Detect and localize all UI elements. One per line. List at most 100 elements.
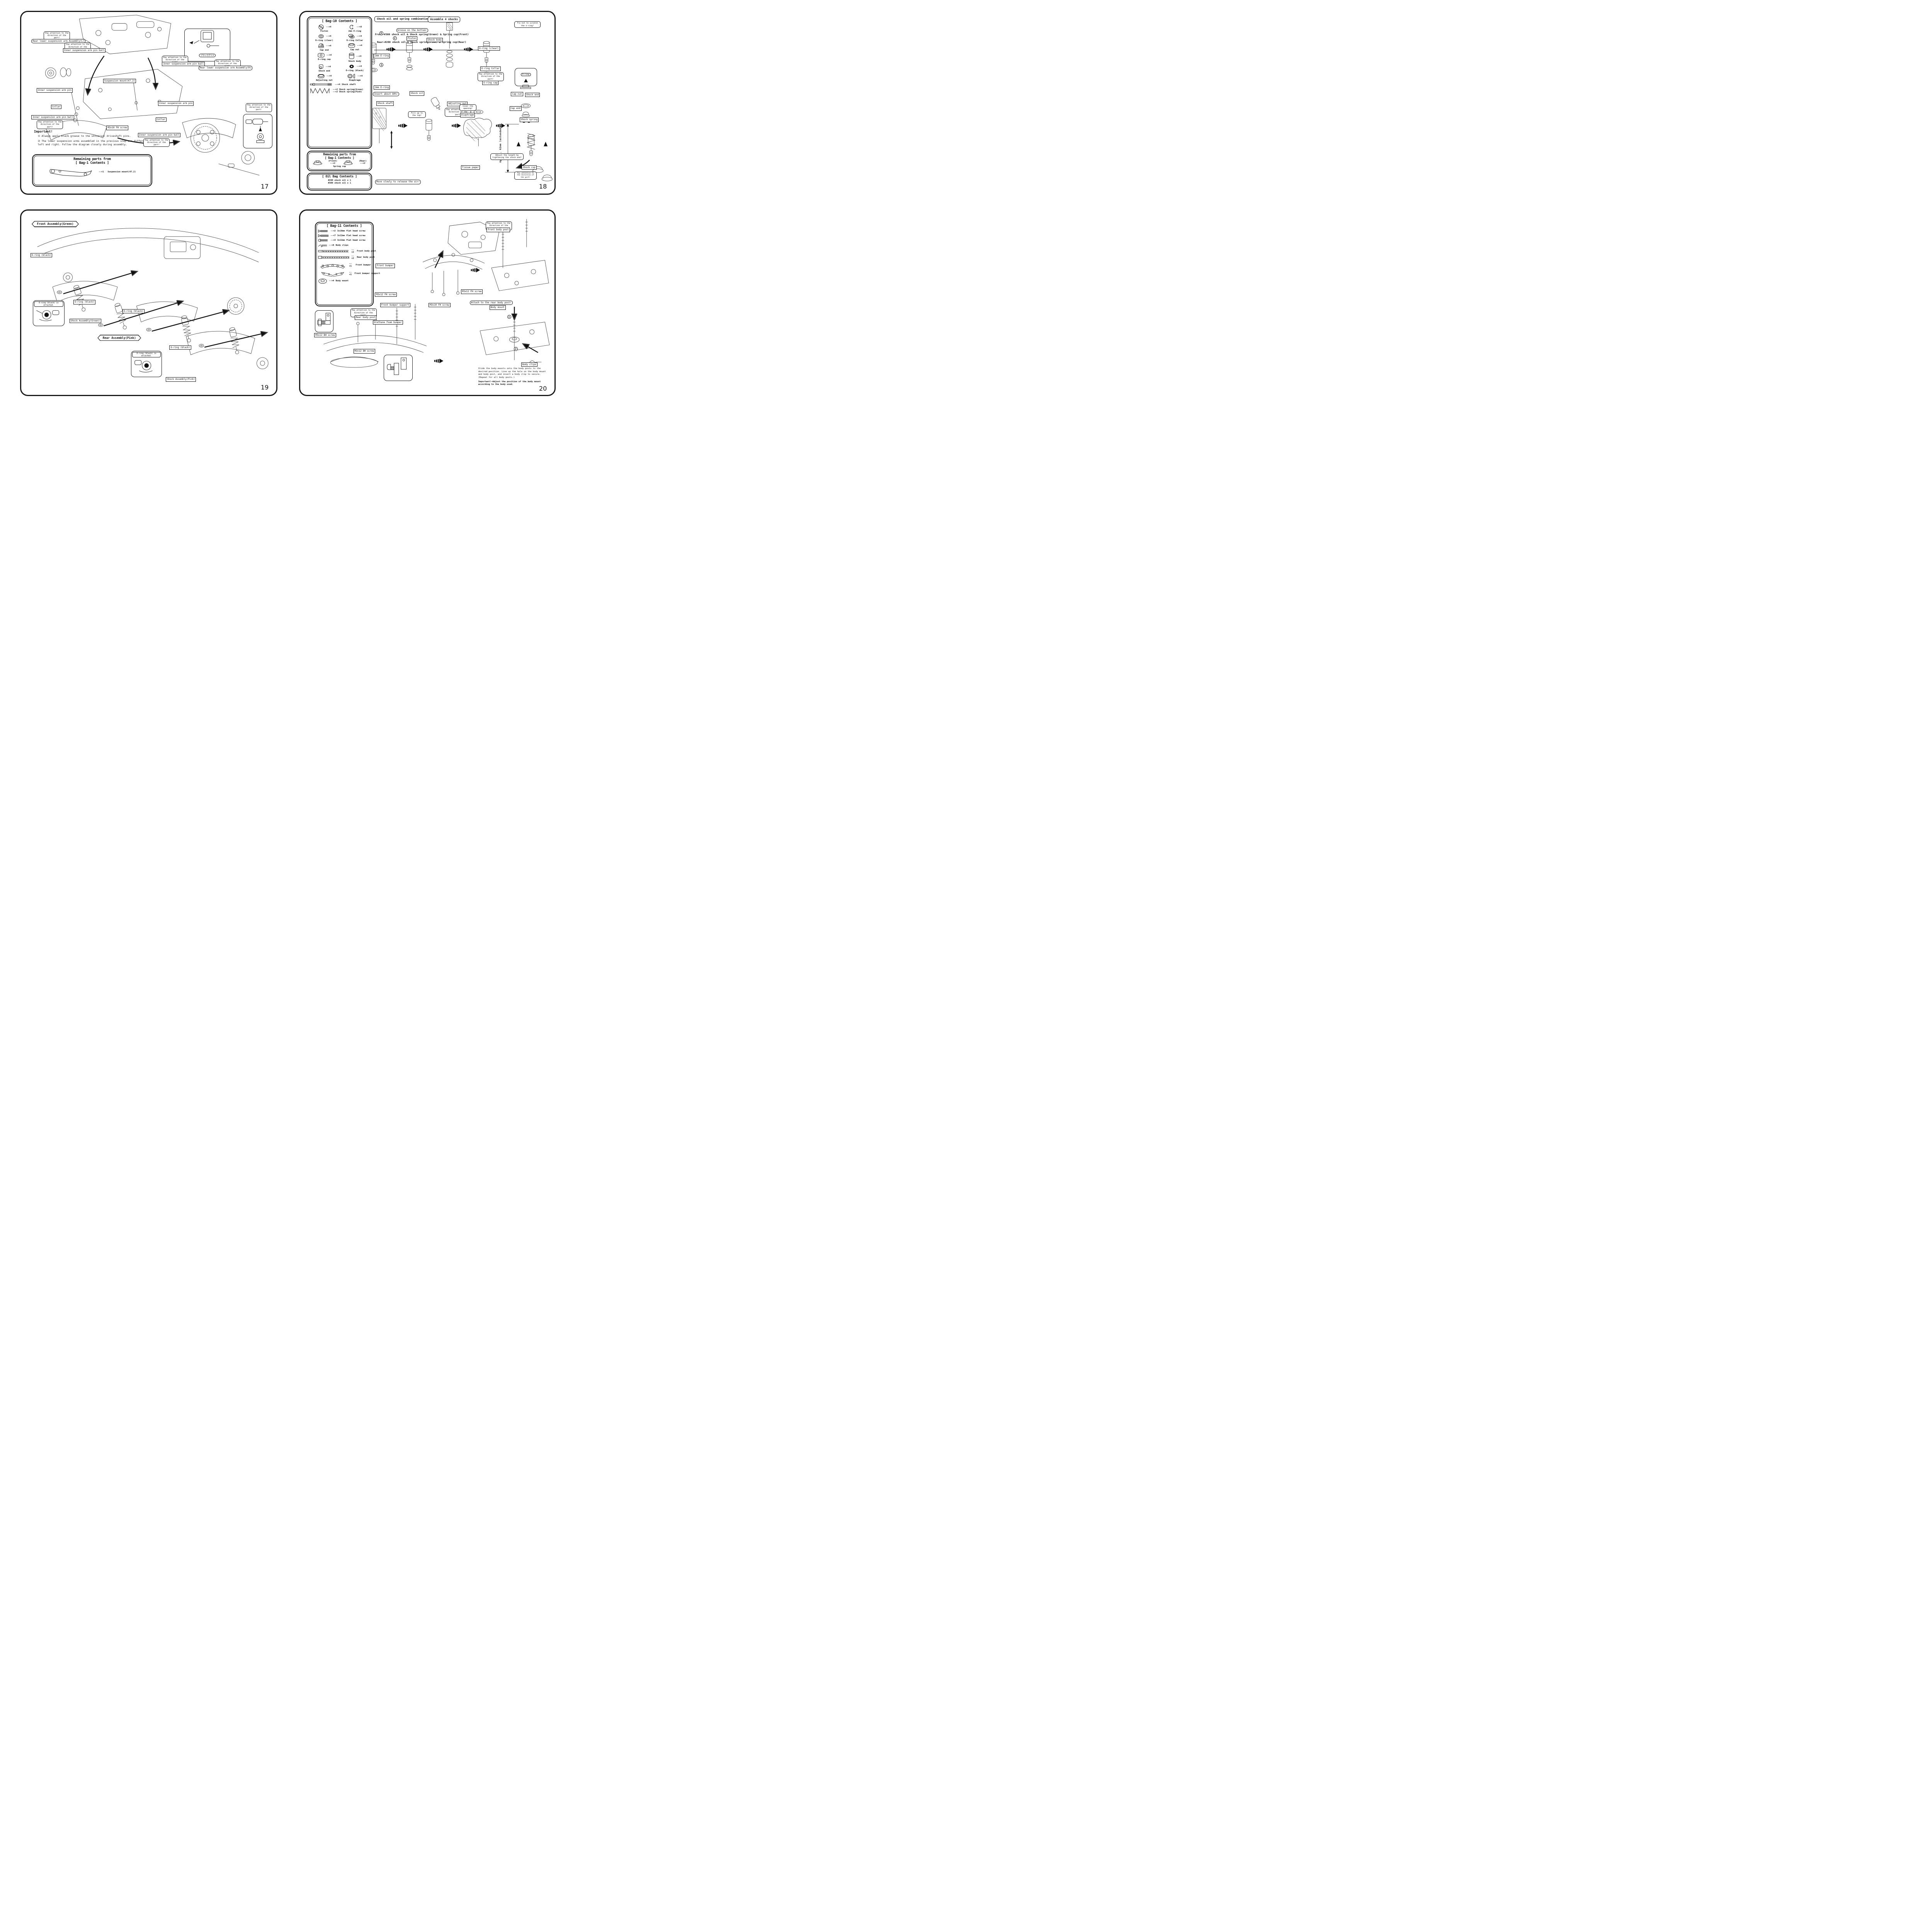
collar-part-icon: [520, 85, 531, 89]
item-count: --×4: [326, 35, 332, 38]
panel-page-18: Shock oil and spring combination Assembl…: [299, 11, 556, 195]
e-ring-label: 2mm E-ring: [374, 54, 390, 58]
combination-badge: Shock oil and spring combination: [374, 16, 431, 22]
page-number-17: 17: [260, 182, 269, 190]
cap-nut-icon: [348, 43, 355, 48]
inner-suspension-arm-pin-label: Inner suspension arm pin: [37, 88, 73, 93]
o-ring-collar-label: O-ring Collar: [480, 66, 501, 71]
circled-3-digit: 3: [380, 31, 382, 35]
front-bumper-icon: [320, 264, 345, 269]
pay-attention-label: Pay attention to the direction of the pa…: [477, 72, 504, 81]
adjust-length-label: Adjust the length by tightening the shoc…: [490, 153, 524, 160]
important-title: Important!: [34, 129, 53, 133]
circled-1: 1: [379, 63, 384, 67]
bag-10-contents-box: [ Bag-10 Contents ] --×4 Piston --×8 2mm…: [307, 16, 372, 149]
bag10-item-shock-shaft: --×4 Shock shaft: [310, 82, 369, 86]
item-name: O-ring (black): [345, 70, 364, 72]
o-ring-collar-icon: [348, 34, 355, 39]
bag10-item-piston: --×4 Piston: [310, 23, 339, 32]
remaining-title-line1: Remaining parts from: [323, 153, 356, 156]
black-grease-pill-label: ブラックグリス: [199, 54, 216, 58]
item-count: --×4: [330, 239, 336, 242]
item-count: --×1: [349, 262, 352, 267]
item-name: O-ring Collar: [346, 39, 363, 42]
item-count: --×2: [351, 248, 354, 253]
item-count: --×4: [357, 44, 362, 47]
inner-suspension-arm-pin-ball-label: Inner suspension arm pin ball: [31, 115, 75, 120]
cap-nut-label: Cap nut: [511, 92, 523, 97]
body-mount-cross-section-icon: [387, 357, 407, 375]
shock-cup-label: Shock cup: [522, 165, 537, 170]
screw-clamp-closeup-icon: [317, 313, 330, 326]
o-ring-black-icon: [349, 65, 354, 68]
move-slowly-label: Move slowly to release the air!: [375, 180, 421, 184]
page-number-18: 18: [539, 182, 547, 190]
rear-body-post-label: Rear body post: [354, 315, 377, 320]
item-count: --×1: [349, 271, 352, 276]
item-count: --×4: [325, 65, 331, 68]
inner-suspension-arm-pin-ball-label: Inner suspension arm pin ball: [162, 61, 205, 66]
circled-2-digit: 2: [515, 347, 517, 351]
fill-up-label: Fill up to the top!: [408, 111, 426, 118]
item-name: 3x10mm flat head screw: [337, 230, 366, 232]
pay-attention-label: Pay attention to the direction of the pa…: [37, 120, 63, 129]
item-name: Body clips: [335, 244, 349, 247]
o-ring-cap-label: O-ring cap: [482, 80, 499, 85]
spring-cup-front-label: (Front): [328, 160, 337, 163]
item-name: Shock spring(Pink): [339, 91, 362, 94]
item-count: --×4: [326, 26, 332, 29]
collar-label: Collar: [51, 104, 62, 109]
circled-1: 1: [507, 315, 511, 319]
body-post-icon: [318, 250, 349, 252]
circled-2: 2: [514, 347, 518, 351]
spring-cup-caption: Spring cup: [333, 165, 346, 168]
rear-assembly-banner: Rear Assembly(Pink): [97, 335, 141, 341]
body-clip-icon: [318, 245, 327, 247]
collar-label: Collar: [155, 117, 167, 122]
remaining-parts-box: Remaining parts from [ Bag-1 Contents ] …: [32, 154, 152, 187]
rear-shock-oil-line: Rear—#200 shock oil & Shock spring(Pink)…: [377, 41, 466, 44]
important-notes: Important! ① Always apply black grease t…: [34, 130, 151, 146]
important-note-2: ② The lower suspension arms assembled in…: [38, 139, 148, 146]
pay-attention-label: Pay attention to the direction of the pa…: [44, 31, 70, 40]
m3x12-bh-screw-label: M3x12 BH screw: [353, 349, 376, 354]
pin-ball-closeup-icon: [245, 119, 268, 143]
body-mount-clamp-inset: [383, 355, 413, 381]
item-count: --×4: [326, 75, 332, 78]
inner-suspension-arm-pin-ball-label: Inner suspension arm pin ball: [63, 48, 106, 53]
item-count: --×7: [330, 234, 336, 237]
o-ring-black-label: O-ring (black): [169, 345, 192, 350]
spring-cup-rear-label: (Rear): [359, 160, 367, 163]
tissue-paper-label: Tissue paper: [461, 165, 480, 170]
bag10-item-e-ring: --×8 2mm E-ring: [340, 23, 369, 32]
o-ring-closeup-icon: [134, 360, 153, 372]
shock-shaft-label: Shock shaft: [376, 101, 394, 106]
bag11-title: [ Bag-11 Contents ]: [327, 224, 362, 228]
o-ring-clear-label: O-ring (clear): [478, 46, 500, 51]
o-ring-black-label: O-ring (black): [122, 309, 145, 314]
oil-bag-contents-box: [ Oil Bag Contents ] #200 shock oil x 1 …: [307, 173, 372, 190]
o-ring-cap-icon: [318, 53, 325, 58]
item-name: Adjusting nut: [316, 79, 333, 82]
body-mount-label: Body mount: [489, 305, 506, 310]
item-count: --×2: [333, 91, 338, 94]
bag10-item-cap-end: --×4 Cap end: [310, 42, 339, 51]
front-assembly-banner-text: Front Assembly(Green): [32, 221, 78, 226]
bag10-item-o-ring-black: --×4 O-ring (black): [340, 63, 369, 72]
bag10-item-o-ring-cap: --×4 O-ring cap: [310, 51, 339, 63]
circled-3: 3: [379, 31, 383, 35]
bag10-title: [ Bag-10 Contents ]: [321, 19, 357, 24]
insert-80-label: Insert about 80%!: [373, 92, 399, 97]
item-name: Front bumper: [355, 264, 371, 266]
o-ring-inset: O-ring: [514, 68, 537, 89]
suspension-mount-icon: [49, 169, 92, 177]
e-ring-label: 2mm E-ring: [374, 85, 390, 90]
remaining-item-name: Suspension mount(47.2): [107, 171, 136, 173]
circled-2-digit: 2: [394, 36, 396, 40]
